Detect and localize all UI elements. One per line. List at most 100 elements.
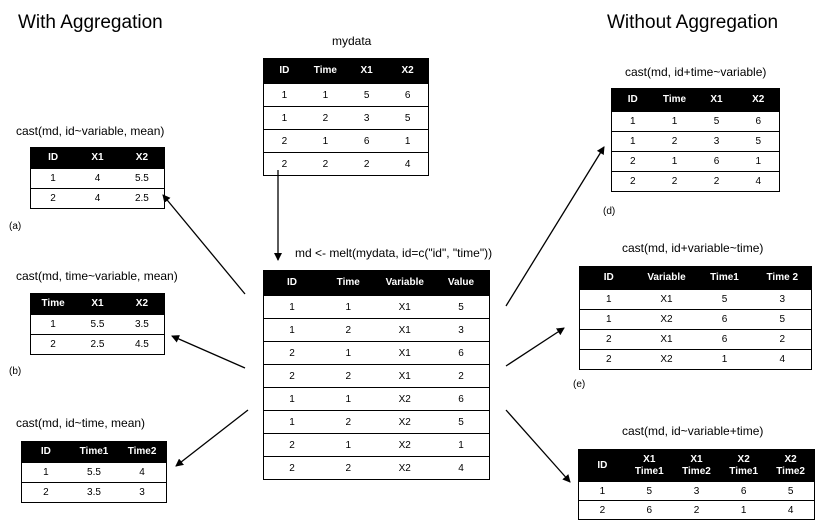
table-cell: 5 [695,289,754,310]
table-cell: 5 [625,481,673,501]
table-cell: 1 [579,289,638,310]
table-cell: 6 [737,111,780,132]
cast-b-caption: cast(md, time~variable, mean) [16,269,178,283]
table-cell: X2 [637,309,696,330]
table-cell: X2 [376,410,433,434]
table-cell: 3 [346,106,388,130]
table-cell: X1 [376,341,433,365]
table-cell: X1 [376,295,433,319]
tag-d: (d) [603,206,616,217]
table-cell: 1 [387,129,429,153]
table-cell: 1 [263,106,305,130]
column-header: Time [30,293,76,315]
table-cell: 2 [304,152,346,176]
table-cell: 1 [30,314,76,335]
table-cell: 5 [695,111,738,132]
table-cell: 1 [320,433,377,457]
cast-f-caption: cast(md, id~variable+time) [622,424,764,438]
table-cell: X2 [637,349,696,370]
mydata-caption: mydata [332,34,372,48]
column-header: Value [433,270,490,296]
column-header: ID [263,58,305,84]
column-header: Variable [637,266,696,290]
cast-d-caption: cast(md, id+time~variable) [625,65,767,79]
table-cell: 1 [433,433,490,457]
table-cell: 5.5 [69,462,119,483]
arrow-to-cast-b [171,335,246,369]
table-cell: 1 [30,168,76,189]
table-cell: X1 [637,329,696,350]
table-cell: 1 [320,295,377,319]
column-header: Time [653,88,696,112]
table-cell: 1 [579,309,638,330]
table-cell: 1 [263,410,320,434]
arrow-to-cast-f [505,409,571,483]
table-cell: 1 [611,131,654,152]
column-header: ID [30,147,76,169]
table-cell: 5 [767,481,815,501]
column-header: ID [579,266,638,290]
table-cell: 2 [21,482,70,503]
column-header: Time1 [69,441,119,463]
table-cell: 2 [263,341,320,365]
column-header: X2 [119,147,165,169]
table-cell: 3.5 [119,314,165,335]
arrow-to-cast-c [175,409,249,467]
table-cell: 2 [320,456,377,480]
column-header: ID [263,270,320,296]
table-cell: 6 [695,151,738,172]
table-cell: 3 [118,482,167,503]
table-cell: 2 [30,188,76,209]
table-cell: 2 [304,106,346,130]
table-cell: 4.5 [119,334,165,355]
table-cell: X1 [637,289,696,310]
table-cell: 1 [263,83,305,107]
table-cell: 5 [433,295,490,319]
table-cell: 2 [753,329,812,350]
table-cell: 2 [263,456,320,480]
table-cell: 5 [753,309,812,330]
melt-caption: md <- melt(mydata, id=c("id", "time")) [295,246,493,260]
table-cell: 5 [346,83,388,107]
arrow-to-cast-d [505,146,605,307]
column-header: Time2 [118,441,167,463]
table-cell: 4 [118,462,167,483]
table-cell: 1 [320,341,377,365]
table-cell: 3.5 [69,482,119,503]
cast-c-caption: cast(md, id~time, mean) [16,416,146,430]
table-cell: X2 [376,433,433,457]
heading-without-aggregation: Without Aggregation [607,12,779,33]
table-cell: 3 [695,131,738,152]
table-cell: 2 [695,171,738,192]
table-cell: 1 [304,129,346,153]
table-cell: 2 [263,364,320,388]
table-cell: 1 [737,151,780,172]
table-cell: 2 [653,131,696,152]
table-cell: 1 [320,387,377,411]
column-header: ID [611,88,654,112]
